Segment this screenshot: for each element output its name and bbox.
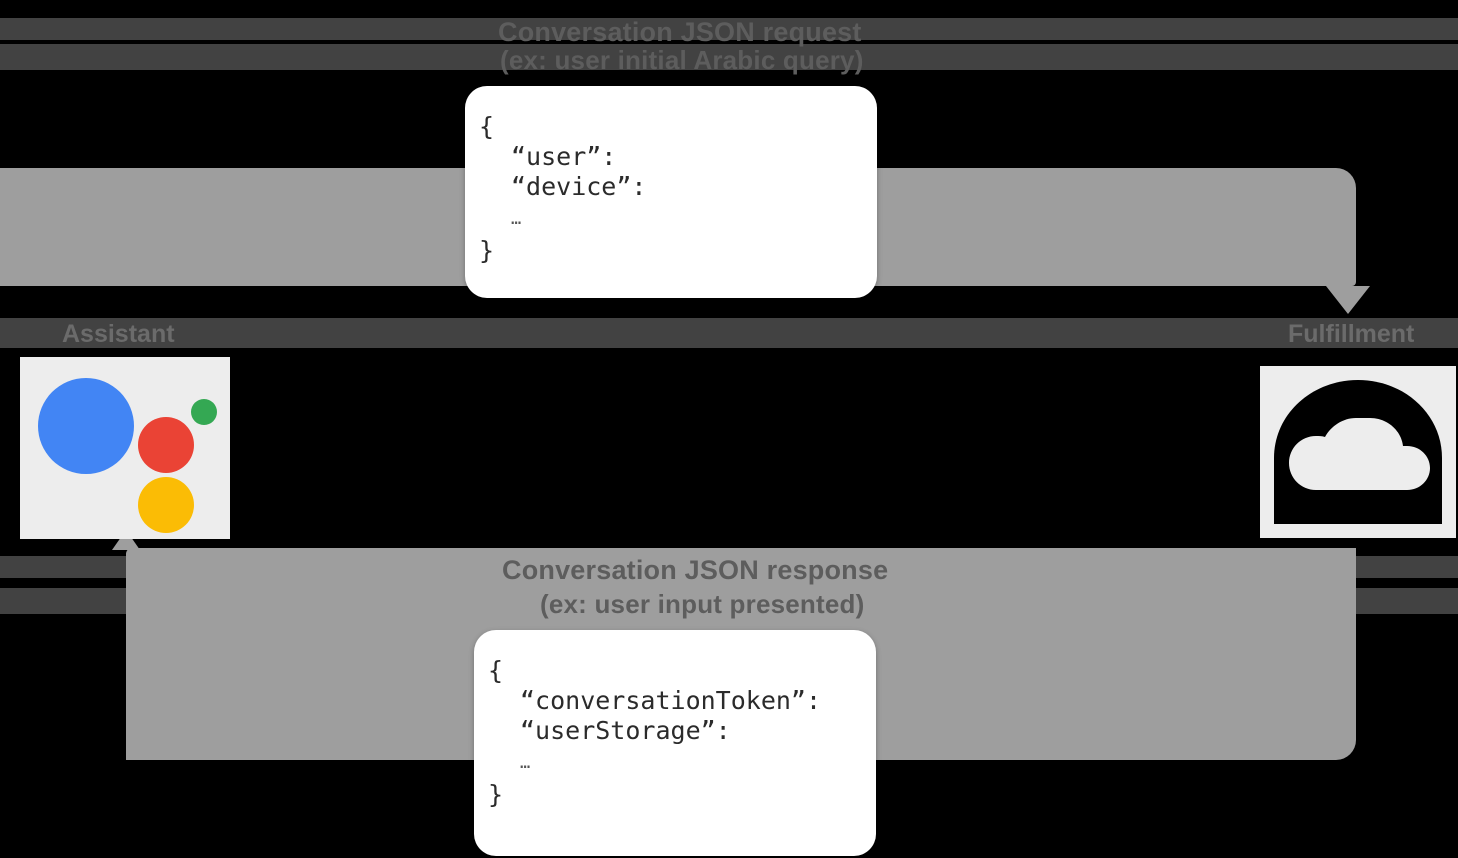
response-json-line-storage: “userStorage”:	[520, 716, 731, 745]
middle-band	[0, 318, 1458, 348]
response-json-card: { “conversationToken”:“userStorage”: …}	[474, 630, 876, 856]
response-json-open: {	[488, 656, 504, 685]
response-json-ellipsis: …	[520, 753, 531, 773]
request-json-open: {	[479, 112, 495, 141]
cloud-functions-icon	[1274, 380, 1442, 524]
google-assistant-icon-red-dot	[138, 417, 194, 473]
response-json-line-token: “conversationToken”:	[520, 686, 822, 715]
request-json-card: { “user”:“device”: …}	[465, 86, 877, 298]
request-json-line-device: “device”:	[511, 172, 647, 201]
google-assistant-icon-yellow-dot	[138, 477, 194, 533]
response-json-code: { “conversationToken”:“userStorage”: …}	[474, 630, 821, 810]
google-assistant-icon-blue-dot	[38, 378, 134, 474]
google-assistant-icon-green-dot	[191, 399, 217, 425]
request-flow-arrowhead	[1326, 286, 1370, 314]
response-label-primary: Conversation JSON response	[502, 555, 889, 585]
request-json-ellipsis: …	[511, 209, 522, 229]
request-label-secondary: (ex: user initial Arabic query)	[500, 45, 864, 75]
top-band-lower	[0, 44, 1458, 70]
request-json-close: }	[479, 236, 495, 265]
response-json-close: }	[488, 780, 504, 809]
response-label-secondary: (ex: user input presented)	[540, 589, 865, 619]
request-label-primary: Conversation JSON request	[498, 17, 862, 47]
assistant-node-label: Assistant	[62, 320, 175, 348]
top-band-upper	[0, 18, 1458, 40]
fulfillment-node-label: Fulfillment	[1288, 320, 1415, 348]
request-json-code: { “user”:“device”: …}	[465, 86, 646, 266]
request-json-line-user: “user”:	[511, 142, 617, 171]
